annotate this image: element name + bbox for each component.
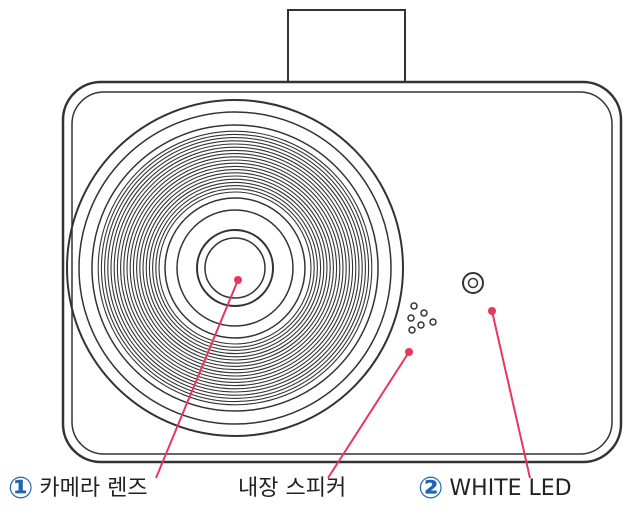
label-camera-lens: ① 카메라 렌즈 <box>8 469 148 509</box>
speaker-holes <box>407 302 437 334</box>
label-built-in-speaker: 내장 스피커 <box>238 469 346 509</box>
lens-ring <box>145 178 325 358</box>
lens-ring <box>107 140 363 396</box>
mount-bracket <box>287 9 406 93</box>
number-badge-2: ② <box>418 471 444 506</box>
white-led <box>462 272 484 294</box>
lens-ring <box>110 143 360 393</box>
lens-ring <box>104 137 366 399</box>
lens-ring <box>120 153 350 383</box>
lens-ring <box>142 175 328 361</box>
lens-ring <box>148 181 322 355</box>
label-camera-lens-text: 카메라 렌즈 <box>39 476 148 501</box>
lens-ring <box>97 130 373 406</box>
label-white-led-text: WHITE LED <box>449 476 572 501</box>
lens-ring <box>155 188 315 348</box>
lens-ring <box>123 156 347 380</box>
lens-ring <box>129 162 341 374</box>
lens-ring <box>126 159 344 377</box>
lens-ring <box>139 172 331 364</box>
lens-ring <box>100 133 370 403</box>
lens-ring <box>136 169 334 367</box>
lens-rings <box>97 130 373 406</box>
lens-ring <box>116 149 354 387</box>
lens-ring <box>152 185 318 351</box>
number-badge-1: ① <box>8 471 34 506</box>
lens-ring <box>132 165 338 371</box>
camera-body-inner <box>71 91 613 455</box>
leader-lines <box>155 276 531 479</box>
camera-lens <box>66 99 404 437</box>
lens-ring <box>113 146 357 390</box>
lens-ring <box>158 191 312 345</box>
label-white-led: ② WHITE LED <box>418 469 572 509</box>
label-built-in-speaker-text: 내장 스피커 <box>238 476 347 501</box>
